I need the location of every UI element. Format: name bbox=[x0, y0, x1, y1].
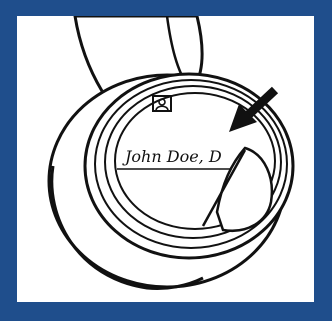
stethoscope-diagram: John Doe, D bbox=[17, 16, 314, 302]
illustration-canvas: John Doe, D bbox=[17, 16, 314, 302]
engraved-name: John Doe, D bbox=[122, 147, 222, 166]
